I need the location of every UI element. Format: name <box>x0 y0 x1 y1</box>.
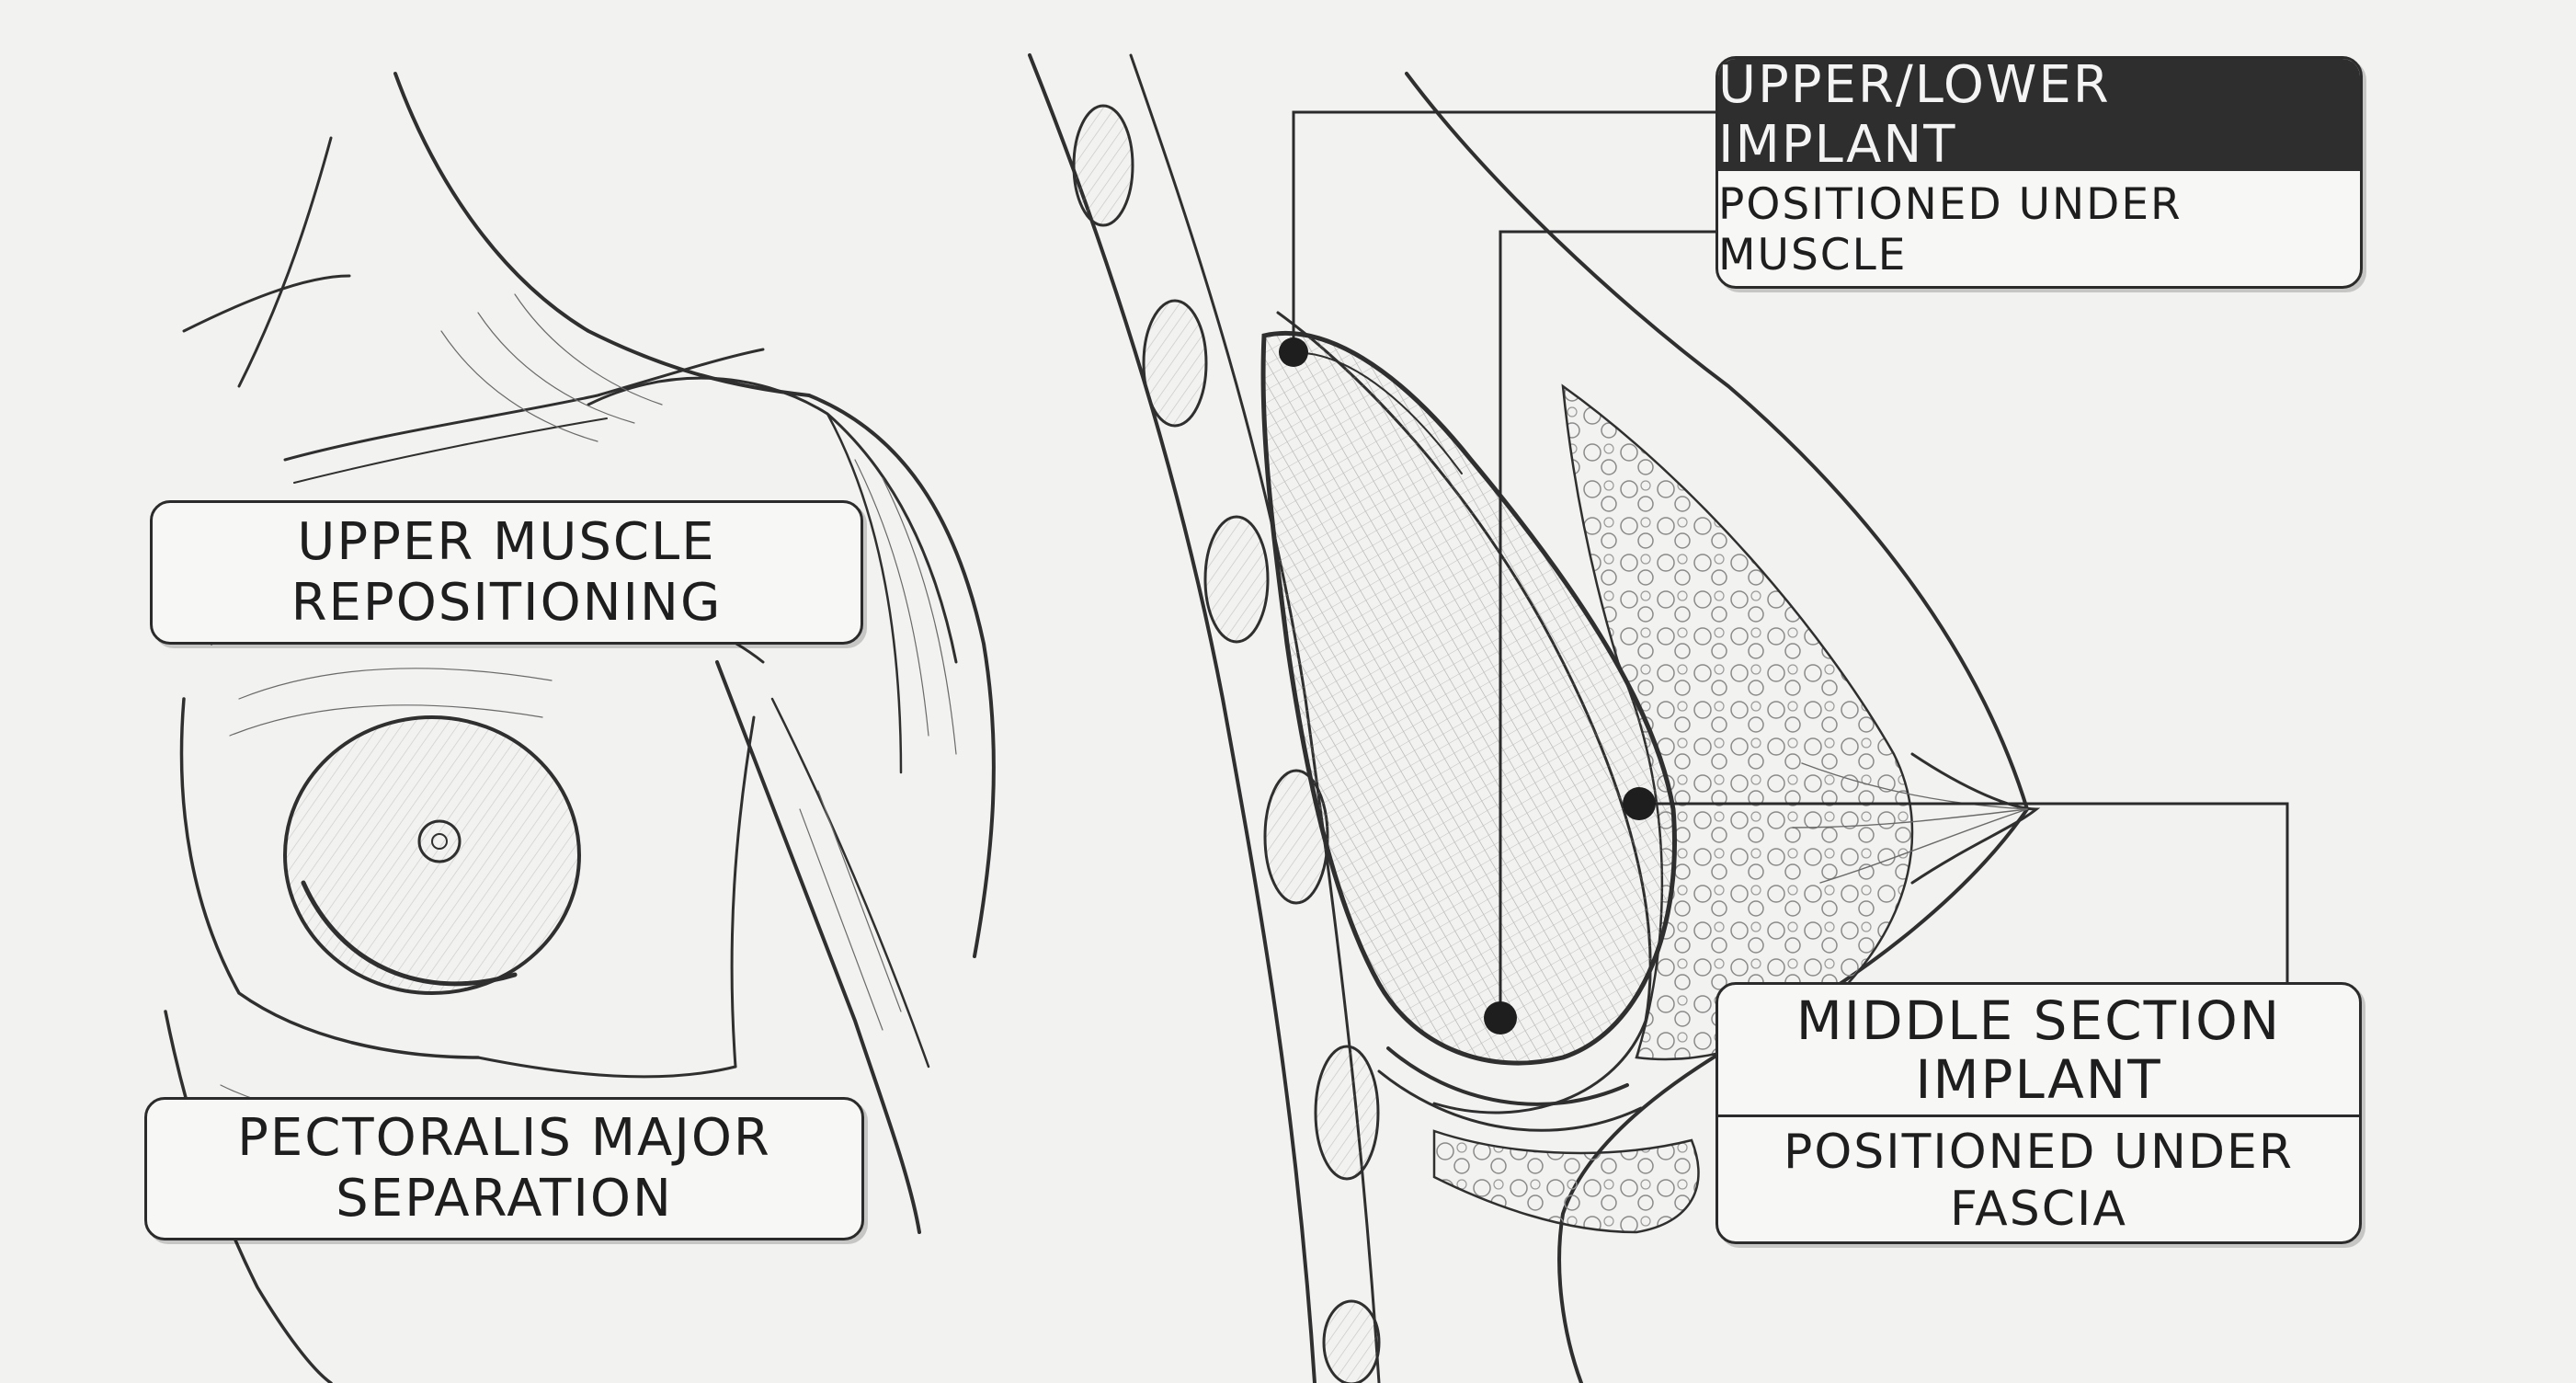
pectoralis-major-separation-label: PECTORALIS MAJOR SEPARATION <box>144 1097 864 1240</box>
leader-upper-lower <box>1292 110 1715 352</box>
middle-section-implant-callout: MIDDLE SECTION IMPLANT POSITIONED UNDER … <box>1715 982 2362 1244</box>
callout-title-line: IMPLANT <box>1915 1047 2162 1111</box>
callout-title: MIDDLE SECTION IMPLANT <box>1718 985 2359 1117</box>
dot-middle-implant <box>1623 787 1656 820</box>
label-line: REPOSITIONING <box>291 572 723 633</box>
leader-middle-section <box>1639 802 2289 982</box>
callout-subtitle-line: FASCIA <box>1950 1182 2127 1237</box>
leader-under-muscle <box>1499 230 1715 1018</box>
callout-title: UPPER/LOWER IMPLANT <box>1718 59 2360 175</box>
callout-title-line: MIDDLE SECTION <box>1795 989 2282 1052</box>
callout-subtitle: POSITIONED UNDER FASCIA <box>1718 1117 2359 1241</box>
label-line: UPPER MUSCLE <box>297 511 716 572</box>
dot-lower-implant <box>1484 1001 1517 1034</box>
label-line: PECTORALIS MAJOR <box>237 1108 771 1168</box>
label-line: SEPARATION <box>336 1169 673 1229</box>
torso-drawing <box>164 72 996 1383</box>
leader-dots <box>1279 337 1656 1034</box>
leader-lines <box>1292 110 2289 1018</box>
upper-muscle-repositioning-label: UPPER MUSCLE REPOSITIONING <box>150 500 863 645</box>
callout-subtitle-line: POSITIONED UNDER <box>1784 1125 2294 1180</box>
upper-lower-implant-callout: UPPER/LOWER IMPLANT POSITIONED UNDER MUS… <box>1715 56 2363 289</box>
dot-upper-implant <box>1279 337 1308 367</box>
callout-subtitle: POSITIONED UNDER MUSCLE <box>1718 179 2183 280</box>
cross-section-drawing <box>1028 53 2041 1383</box>
